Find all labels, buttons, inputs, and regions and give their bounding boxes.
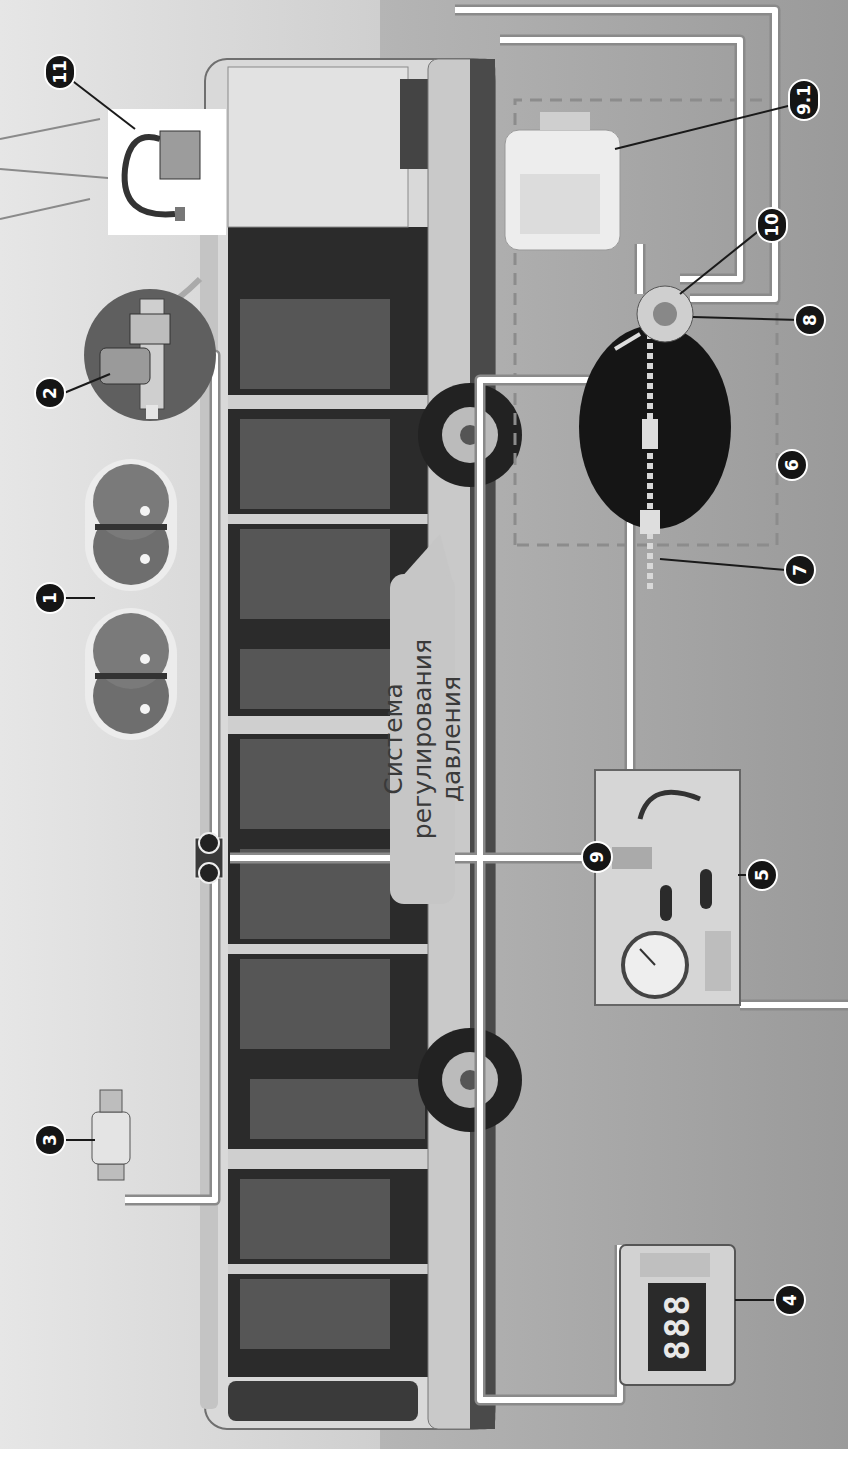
leader-lines [64,79,800,1300]
pressure-regulator [579,286,731,589]
callout-number: 4 [774,1284,806,1316]
callout-number: 10 [756,207,788,243]
callout-number: 2 [34,377,66,409]
display-digits: 888 [657,1293,697,1360]
bus [150,59,522,1429]
pipes [125,10,848,1400]
control-panel [595,770,740,1005]
callout-number: 3 [34,1124,66,1156]
callout-number: 7 [784,554,816,586]
gas-filter [92,1090,130,1180]
junction-valve [195,833,223,883]
region-title: Система регулирования давления [379,588,466,890]
tree-branches [0,119,120,219]
callout-pointer [400,534,452,579]
callout-number: 5 [746,859,778,891]
callout-number: 1 [34,582,66,614]
callout-number: 11 [44,54,76,90]
callout-number: 9 [581,841,613,873]
callout-number: 8 [794,304,826,336]
callout-box: Система регулирования давления [390,574,455,904]
sensor-photo [108,109,226,235]
callout-number: 9.1 [788,79,820,121]
gas-tank [505,112,620,250]
gas-cylinders [85,459,177,740]
valve-photo [84,289,216,421]
display-unit [620,1245,735,1385]
ground [380,0,848,1449]
callout-number: 6 [776,449,808,481]
